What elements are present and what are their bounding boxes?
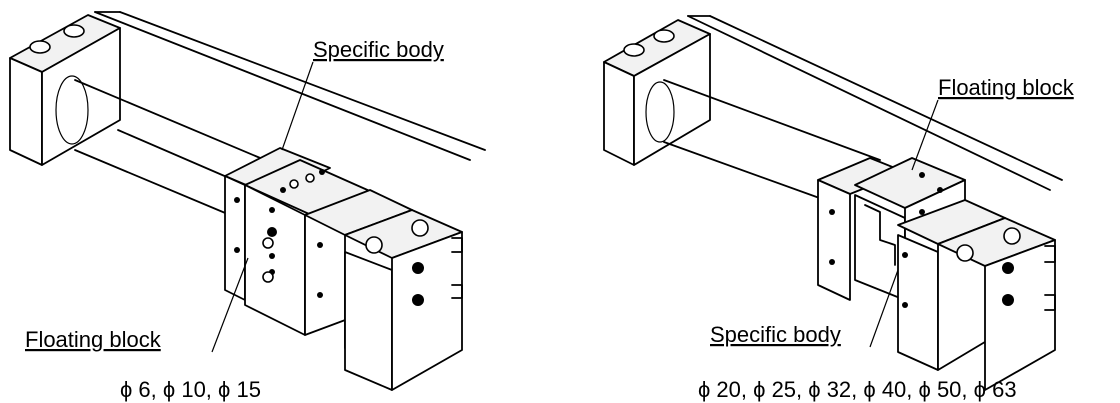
left-bore-sizes-caption: ϕ 6, ϕ 10, ϕ 15 bbox=[120, 377, 261, 402]
right-specific-body-label: Specific body bbox=[710, 322, 841, 347]
left-floating-block-leader bbox=[211, 257, 249, 353]
right-floating-block-label: Floating block bbox=[938, 75, 1075, 100]
left-specific-body-label: Specific body bbox=[313, 37, 444, 62]
right-bore-sizes-caption: ϕ 20, ϕ 25, ϕ 32, ϕ 40, ϕ 50, ϕ 63 bbox=[698, 377, 1017, 402]
right-cylinder-illustration bbox=[603, 15, 1063, 391]
right-floating-block-leader bbox=[911, 99, 939, 171]
right-specific-body-leader bbox=[869, 269, 899, 348]
left-specific-body-leader bbox=[281, 61, 314, 151]
left-cylinder-illustration bbox=[9, 11, 486, 391]
left-floating-block-label: Floating block bbox=[25, 327, 162, 352]
